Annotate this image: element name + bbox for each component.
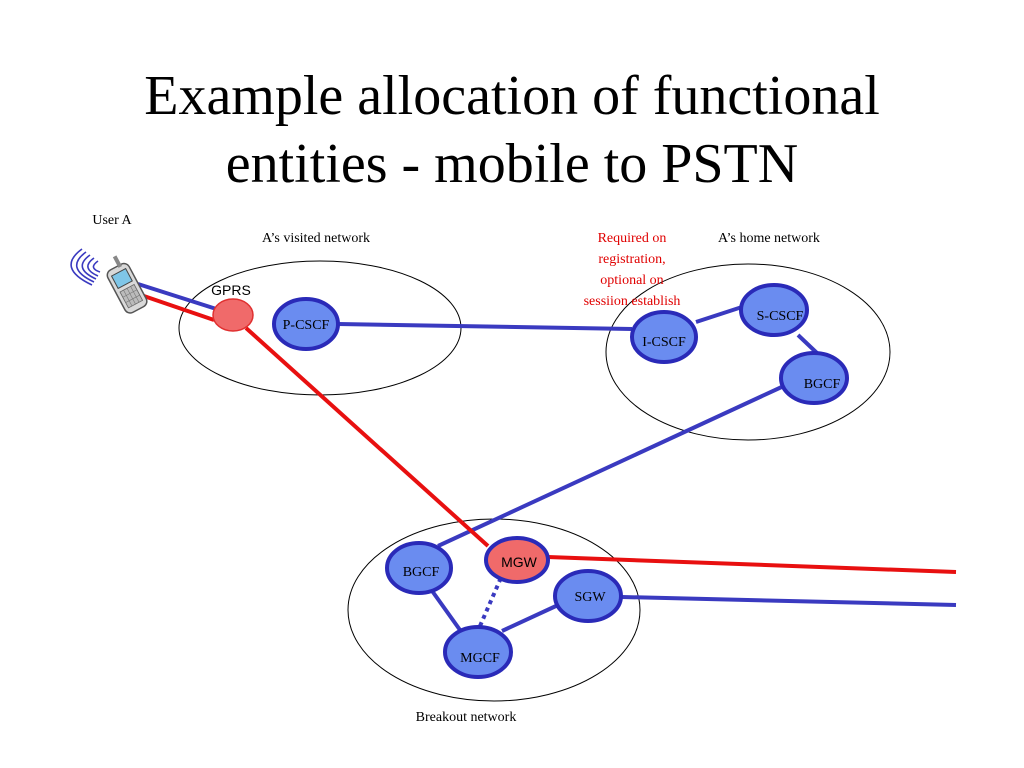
link-sgw-pstn [621,595,957,607]
node-sgw: SGW [553,569,623,623]
link-gprs-mgw [244,326,490,548]
p-cscf-label: P-CSCF [283,318,330,333]
mgw-label: MGW [501,554,538,570]
link-mgcf-mgw-control [478,579,502,627]
link-icscf-scscf [695,305,743,324]
link-user-gprs-media [137,292,215,322]
note-line-4: sessiion establish [584,294,681,309]
node-i-cscf: I-CSCF [630,310,698,364]
mgcf-label: MGCF [460,651,500,666]
sgw-label: SGW [574,590,606,605]
slide-title: Example allocation of functional entitie… [0,62,1024,198]
note-line-2: registration, [598,252,665,267]
link-mgcf-sgw [501,604,557,633]
node-bgcf-breakout: BGCF [385,541,453,595]
registration-note: Required on registration, optional on se… [584,231,681,309]
home-network-boundary [605,263,891,441]
visited-network-label: A’s visited network [262,231,370,246]
i-cscf-label: I-CSCF [642,335,686,350]
mobile-phone-icon [70,248,148,314]
home-network-label: A’s home network [718,231,820,246]
node-s-cscf: S-CSCF [739,283,809,337]
link-scscf-bgcf [796,333,820,356]
bgcf-home-label: BGCF [804,377,841,392]
node-p-cscf: P-CSCF [272,297,340,351]
title-line-1: Example allocation of functional [144,65,880,127]
link-bgcf-home-bgcf-breakout [437,383,787,548]
gprs-label: GPRS [211,282,251,298]
breakout-network-label: Breakout network [416,710,517,725]
note-line-1: Required on [598,231,667,246]
user-a-label: User A [92,213,132,228]
s-cscf-label: S-CSCF [757,309,804,324]
signaling-links [137,282,957,633]
title-line-2: entities - mobile to PSTN [225,133,799,195]
node-mgw: MGW [484,536,550,584]
bgcf-breakout-label: BGCF [403,565,440,580]
node-gprs [212,298,254,332]
link-pcscf-icscf [337,322,633,331]
note-line-3: optional on [600,273,663,288]
media-links [137,292,957,574]
node-bgcf-home: BGCF [779,351,849,405]
node-mgcf: MGCF [443,625,513,679]
link-bgcf-mgcf [428,586,462,632]
link-mgw-pstn [547,555,957,574]
